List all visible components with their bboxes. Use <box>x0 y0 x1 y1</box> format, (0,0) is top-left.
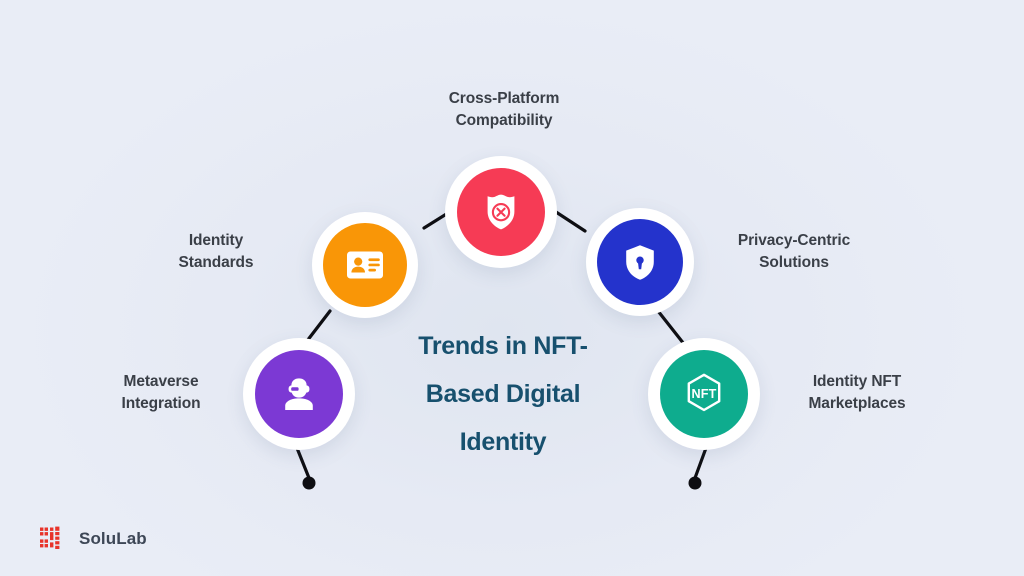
node-disc-metaverse <box>255 350 343 438</box>
title-line: Based Digital <box>425 380 581 408</box>
id-card-icon <box>347 251 383 279</box>
label-privacy-centric-solutions: Privacy-Centric Solutions <box>704 230 884 274</box>
node-disc-identity-standards <box>323 223 407 307</box>
label-metaverse-integration: Metaverse Integration <box>75 371 247 415</box>
label-line: Identity NFT <box>812 373 902 390</box>
page-title: Trends in NFT- Based Digital Identity <box>372 322 634 466</box>
brand-name: SoluLab <box>79 529 147 548</box>
connector-identity-cross <box>422 211 450 230</box>
node-metaverse-integration[interactable] <box>243 338 355 450</box>
node-disc-privacy-centric <box>597 219 683 305</box>
node-disc-cross-platform <box>457 168 545 256</box>
vr-headset-person-icon <box>285 378 313 410</box>
shield-cross-icon <box>487 194 515 230</box>
connector-cross-privacy <box>554 210 587 233</box>
shield-lock-icon <box>626 244 654 280</box>
connector-metaverse-identity <box>305 309 332 343</box>
label-line: Marketplaces <box>808 395 906 412</box>
endpoint-dot-right <box>688 476 702 490</box>
node-identity-nft-marketplaces[interactable]: NFT <box>648 338 760 450</box>
label-identity-nft-marketplaces: Identity NFT Marketplaces <box>772 371 942 415</box>
label-line: Compatibility <box>455 112 553 129</box>
label-line: Privacy-Centric <box>737 232 851 249</box>
label-line: Solutions <box>759 254 829 271</box>
label-line: Metaverse <box>123 373 199 390</box>
solulab-logo-icon <box>40 526 60 549</box>
brand-logo[interactable]: SoluLab <box>40 526 147 552</box>
label-line: Cross-Platform <box>448 90 560 107</box>
label-identity-standards: Identity Standards <box>140 230 292 274</box>
title-line: Trends in NFT- <box>418 332 588 360</box>
connector-privacy-market <box>656 309 686 346</box>
endpoint-dot-left <box>302 476 316 490</box>
node-identity-standards[interactable] <box>312 212 418 318</box>
label-cross-platform-compatibility: Cross-Platform Compatibility <box>400 88 608 132</box>
node-cross-platform-compatibility[interactable] <box>445 156 557 268</box>
title-line: Identity <box>459 428 547 456</box>
label-line: Standards <box>178 254 254 271</box>
label-line: Integration <box>121 395 201 412</box>
connector-market-tail <box>693 446 708 480</box>
connector-metaverse-tail <box>295 446 311 480</box>
label-line: Identity <box>188 232 244 249</box>
svg-text:NFT: NFT <box>691 387 716 401</box>
node-privacy-centric-solutions[interactable] <box>586 208 694 316</box>
node-disc-nft-marketplaces: NFT <box>660 350 748 438</box>
nft-hexagon-icon: NFT <box>687 373 721 412</box>
